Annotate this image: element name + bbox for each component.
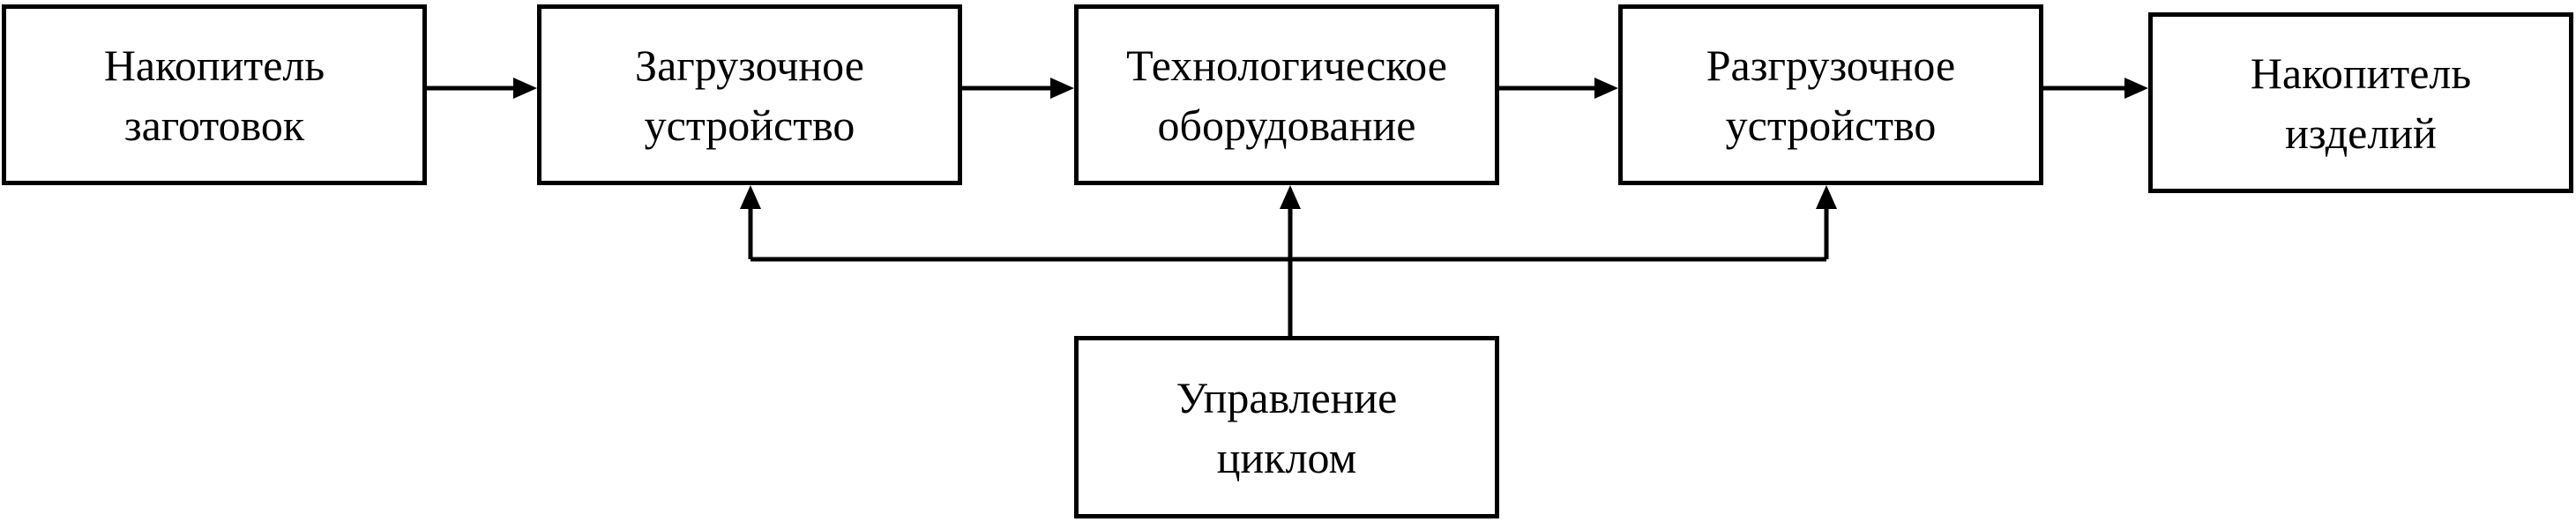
node-equipment: Технологическое оборудование	[1074, 4, 1499, 185]
arrowhead-storage-products-left	[2124, 78, 2148, 99]
node-storage-products-label: Накопитель изделий	[2250, 48, 2472, 158]
node-storage-products: Накопитель изделий	[2148, 12, 2573, 193]
arrowhead-equipment-left	[1050, 78, 1074, 99]
node-storage-blanks-label: Накопитель заготовок	[103, 40, 325, 150]
arrowhead-unloader-left	[1594, 78, 1618, 99]
node-equipment-label: Технологическое оборудование	[1126, 40, 1447, 150]
node-storage-blanks: Накопитель заготовок	[2, 4, 427, 185]
node-cycle-control: Управление циклом	[1074, 336, 1499, 518]
node-unloader-label: Разгрузочное устройство	[1706, 40, 1956, 150]
node-loader: Загрузочное устройство	[537, 4, 962, 185]
arrowhead-unloader-bottom	[1816, 185, 1837, 209]
node-loader-label: Загрузочное устройство	[635, 40, 864, 150]
node-cycle-control-label: Управление циклом	[1176, 372, 1398, 482]
arrowhead-loader-left	[513, 78, 537, 99]
arrowhead-loader-bottom	[740, 185, 761, 209]
arrowhead-equipment-bottom	[1280, 185, 1301, 209]
node-unloader: Разгрузочное устройство	[1618, 4, 2043, 185]
